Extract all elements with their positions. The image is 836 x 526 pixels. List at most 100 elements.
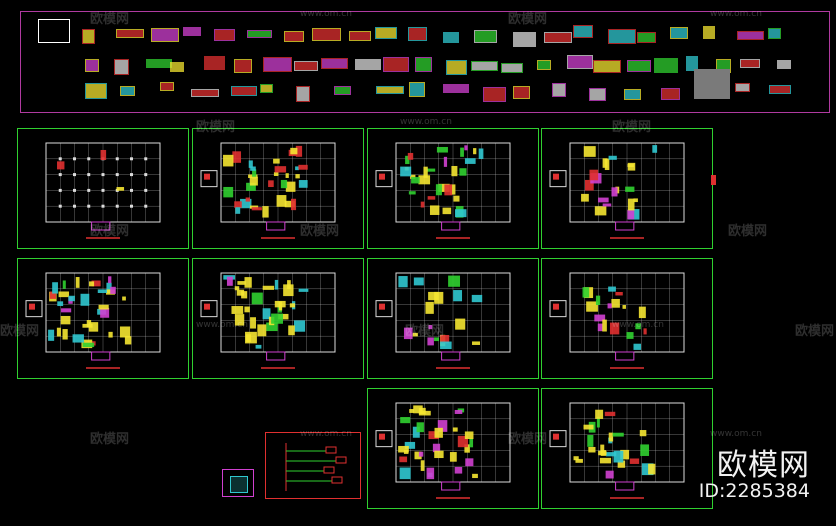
selected-detail-thumbnail[interactable] (38, 19, 70, 43)
floor-plan-drawing (375, 402, 511, 499)
floor-plan-drawing (549, 402, 685, 499)
watermark-brand: 欧模网 (196, 120, 236, 135)
sheet-4[interactable] (541, 128, 713, 249)
detail-thumbnail (446, 59, 468, 75)
watermark-url: www.om.cn (300, 429, 352, 439)
watermark-brand: 欧模网 (612, 120, 652, 135)
floor-plan-drawing (375, 272, 511, 369)
detail-thumbnail (120, 85, 135, 96)
watermark-brand: 欧模网 (405, 324, 445, 339)
watermark-brand: 欧模网 (300, 224, 340, 239)
watermark-url: www.om.cn (710, 9, 762, 19)
detail-thumbnail (654, 57, 678, 73)
detail-thumbnail (414, 56, 432, 72)
watermark-brand: 欧模网 (795, 324, 835, 339)
detail-thumbnail (82, 29, 95, 44)
detail-thumbnail (375, 86, 404, 95)
detail-thumbnail (408, 82, 426, 98)
detail-thumbnail (471, 60, 499, 71)
detail-thumbnail (443, 32, 460, 44)
detail-thumbnail (146, 58, 172, 68)
brand-logo-text: 欧模网 (717, 448, 810, 483)
detail-thumbnail (512, 32, 537, 48)
floor-plan-drawing (549, 142, 685, 239)
sheet-3[interactable] (367, 128, 539, 249)
detail-thumbnail (512, 85, 531, 100)
sheet-10[interactable] (541, 388, 713, 509)
detail-thumbnail (85, 59, 99, 72)
detail-thumbnail (536, 59, 552, 71)
detail-thumbnail (246, 29, 273, 39)
detail-thumbnail (260, 84, 273, 94)
detail-thumbnail (566, 55, 594, 69)
detail-thumbnail (660, 88, 680, 101)
floor-plan-drawing (200, 272, 336, 369)
detail-thumbnail (670, 26, 689, 40)
detail-thumbnail (623, 88, 642, 101)
detail-thumbnail (588, 87, 607, 101)
detail-thumbnail (767, 28, 781, 40)
detail-thumbnail (685, 56, 699, 72)
detail-thumbnail (500, 62, 524, 73)
watermark-url: www.om.cn (300, 9, 352, 19)
sheet-5[interactable] (17, 258, 189, 379)
sheet-2[interactable] (192, 128, 364, 249)
detail-thumbnail (608, 29, 636, 44)
sheet-9[interactable] (367, 388, 539, 509)
watermark-brand: 欧模网 (90, 224, 130, 239)
detail-thumbnail (482, 87, 507, 103)
detail-thumbnail (734, 83, 750, 92)
watermark-url: www.om.cn (612, 320, 664, 330)
detail-thumbnail (637, 31, 657, 43)
detail-thumbnail (702, 25, 716, 40)
detail-thumbnail (572, 25, 594, 38)
sheet-8[interactable] (541, 258, 713, 379)
detail-thumbnail (190, 88, 219, 97)
detail-thumbnail (203, 56, 225, 70)
system-diagram[interactable] (265, 432, 361, 499)
detail-thumbnail (443, 84, 469, 93)
detail-thumbnail (544, 32, 572, 44)
detail-thumbnail (694, 69, 730, 99)
floor-plan-drawing (45, 142, 161, 239)
detail-thumbnail (151, 27, 180, 42)
sheet-6[interactable] (192, 258, 364, 379)
detail-thumbnail (552, 82, 567, 98)
detail-thumbnail (474, 30, 497, 44)
detail-thumbnail (170, 62, 184, 73)
detail-thumbnail (333, 85, 351, 96)
detail-thumbnail (382, 57, 410, 72)
detail-thumbnail (233, 58, 253, 74)
watermark-brand: 欧模网 (508, 432, 548, 447)
watermark-url: www.om.cn (196, 320, 248, 330)
detail-thumbnail (768, 84, 792, 94)
detail-thumbnail (311, 28, 341, 42)
detail-thumbnails (20, 11, 830, 113)
watermark-url: www.om.cn (710, 429, 762, 439)
detail-thumbnail (777, 60, 792, 69)
detail-thumbnail (626, 59, 652, 73)
detail-strip[interactable] (20, 11, 830, 113)
detail-thumbnail (354, 58, 381, 70)
watermark-brand: 欧模网 (0, 324, 40, 339)
detail-thumbnail (593, 59, 621, 73)
watermark-brand: 欧模网 (508, 12, 548, 27)
side-mark (711, 175, 716, 185)
floor-plan-drawing (549, 272, 685, 369)
watermark-brand: 欧模网 (728, 224, 768, 239)
detail-thumbnail (113, 58, 130, 75)
detail-thumbnail (214, 29, 235, 41)
detail-thumbnail (740, 59, 761, 68)
sheet-7[interactable] (367, 258, 539, 379)
legend-box[interactable] (222, 469, 254, 497)
detail-thumbnail (231, 86, 257, 97)
watermark-url: www.om.cn (400, 117, 452, 127)
detail-thumbnail (296, 85, 311, 102)
floor-plan-drawing (375, 142, 511, 239)
sheet-1[interactable] (17, 128, 189, 249)
detail-thumbnail (84, 83, 108, 99)
detail-thumbnail (320, 58, 348, 69)
detail-thumbnail (283, 31, 305, 43)
detail-thumbnail (293, 61, 319, 72)
model-id-label: ID:2285384 (698, 480, 810, 502)
